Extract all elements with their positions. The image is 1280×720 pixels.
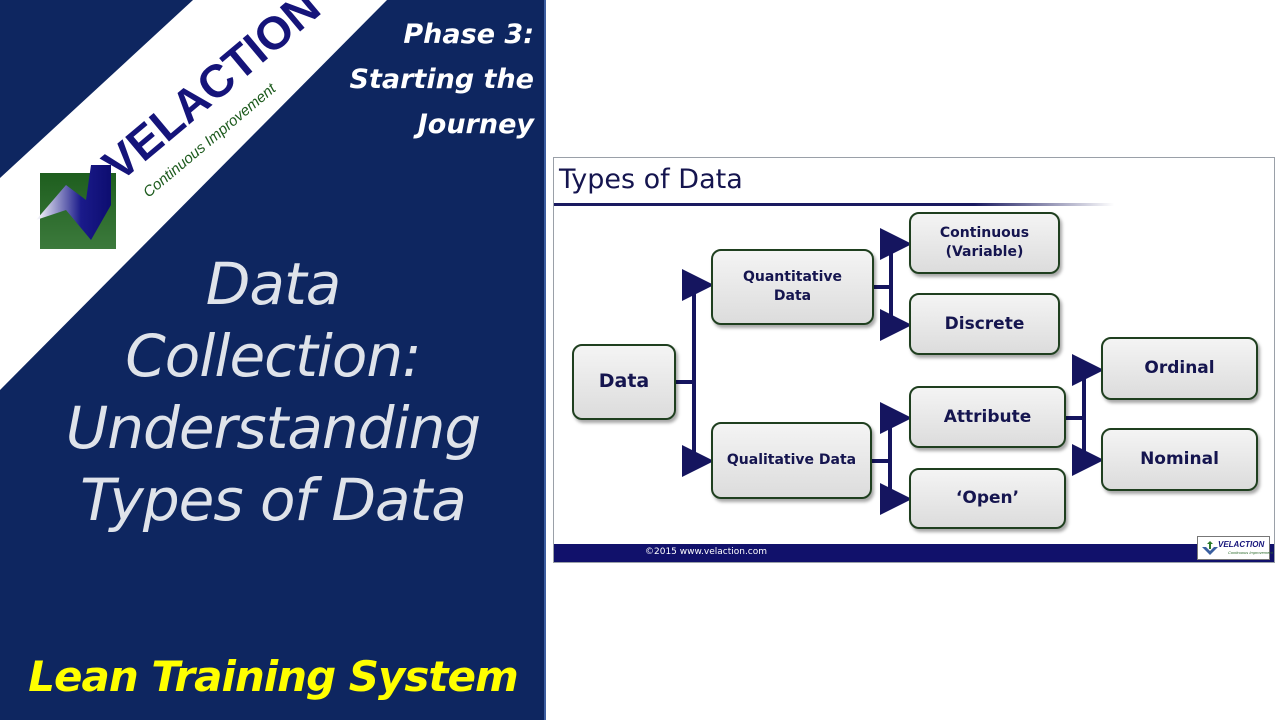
node-nominal: Nominal [1101, 428, 1258, 491]
title-line: Collection: [125, 322, 421, 390]
node-label: Data [598, 370, 650, 393]
node-continuous: Continuous(Variable) [909, 212, 1060, 274]
slide-footer: ©2015 www.velaction.com [554, 544, 1274, 562]
node-discrete: Discrete [909, 293, 1060, 355]
connector-lines [676, 228, 1104, 515]
slide-title: Types of Data [559, 164, 743, 195]
node-label: Ordinal [1144, 358, 1215, 379]
diagonal-white-band [0, 0, 546, 720]
phase-line: Starting the [349, 64, 534, 95]
node-label: Attribute [943, 406, 1032, 427]
copyright-text: ©2015 www.velaction.com [645, 547, 768, 557]
node-data: Data [572, 344, 676, 420]
connector-attr-ord [1072, 354, 1104, 418]
title-line: Types of Data [80, 466, 467, 534]
node-label: Qualitative Data [726, 452, 857, 469]
phase-line: Phase 3: [403, 19, 534, 50]
series-name: Lean Training System [28, 652, 518, 701]
node-label: Continuous(Variable) [939, 225, 1030, 260]
title-line: Understanding [65, 394, 481, 462]
node-ordinal: Ordinal [1101, 337, 1258, 400]
phase-label: Phase 3: Starting the Journey [350, 12, 534, 147]
connector-data-qual [682, 382, 714, 477]
phase-line: Journey [417, 109, 534, 140]
connector-attr-nom [1072, 418, 1104, 476]
footer-logo: VELACTION Continuous Improvement [1197, 536, 1273, 560]
connector-quant-cont [880, 228, 912, 287]
title-line: Data [205, 250, 342, 318]
connector-qual-open [880, 461, 912, 515]
panel-edge [544, 0, 546, 720]
connector-data-quant [682, 269, 714, 382]
node-qualitative: Qualitative Data [711, 422, 872, 499]
video-title: Data Collection: Understanding Types of … [0, 248, 546, 536]
node-open: ‘Open’ [909, 468, 1066, 529]
logo-mark-icon [1202, 541, 1218, 555]
title-rule [554, 203, 1114, 206]
footer-logo-name: VELACTION [1218, 540, 1265, 549]
connector-qual-attr [880, 402, 912, 461]
slide: Types of Data [553, 157, 1275, 563]
connector-quant-disc [880, 287, 912, 341]
node-attribute: Attribute [909, 386, 1066, 448]
left-panel: VELACTION Continuous Improvement Phase 3… [0, 0, 546, 720]
footer-logo-tagline: Continuous Improvement [1228, 550, 1273, 555]
node-label: ‘Open’ [955, 488, 1020, 509]
node-label: Nominal [1140, 449, 1219, 470]
node-label: Discrete [944, 313, 1025, 334]
